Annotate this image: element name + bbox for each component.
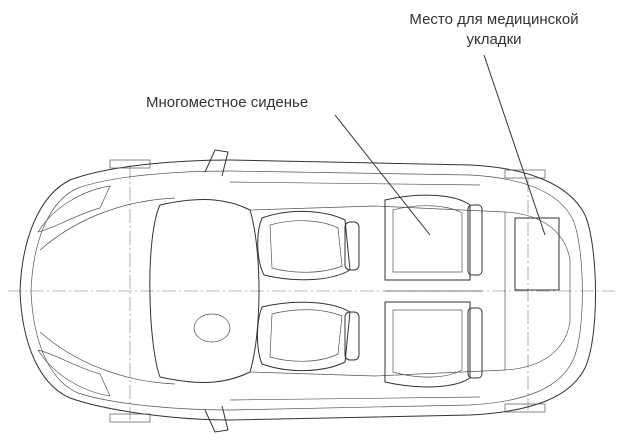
hood-line-top — [39, 197, 176, 251]
rear-bench-seat — [384, 194, 483, 388]
leader-line-seat — [334, 114, 431, 236]
car-body-outline — [19, 159, 596, 421]
medical-kit-label-line2: укладки — [466, 31, 522, 48]
headlight-bottom — [37, 349, 111, 397]
medical-kit-label: Место для медицинской укладки — [374, 10, 614, 50]
wheel-front-top — [109, 159, 151, 169]
beltline-top — [229, 181, 481, 186]
hood-line-bottom — [39, 331, 176, 385]
beltline-bottom — [229, 396, 481, 401]
steering-wheel — [193, 313, 231, 343]
headlight-top — [37, 185, 111, 233]
roof-line-top — [249, 205, 506, 213]
multiseat-label: Многоместное сиденье — [146, 94, 309, 111]
medical-kit-label-line1: Место для медицинской — [409, 11, 579, 28]
roof-line-bottom — [249, 369, 506, 377]
rear-window-frame — [504, 211, 571, 371]
front-seat-bottom — [257, 301, 360, 371]
medical-kit-box — [514, 217, 560, 291]
wheel-rear-bottom — [504, 403, 546, 413]
mirror-right — [204, 405, 229, 433]
leader-line-medical — [483, 54, 546, 236]
car-body-inner-outline — [30, 170, 583, 411]
wheel-rear-top — [504, 169, 546, 179]
front-seat-top — [257, 211, 360, 281]
windshield — [149, 199, 260, 383]
wheel-front-bottom — [109, 413, 151, 423]
mirror-left — [204, 149, 229, 177]
